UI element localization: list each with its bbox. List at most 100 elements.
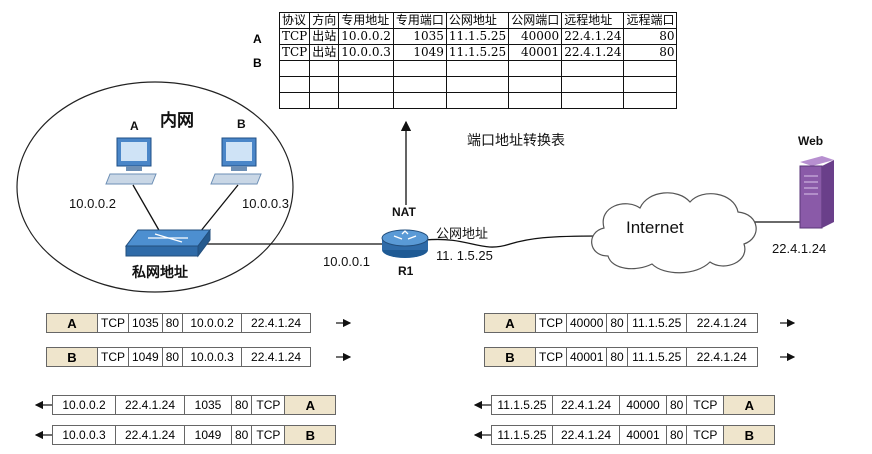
packet-field: 80 (232, 425, 253, 445)
packet-field: 22.4.1.24 (116, 425, 185, 445)
table-cell: 40001 (508, 44, 563, 61)
packet-private-out-b: B TCP 1049 80 10.0.0.3 22.4.1.24 (46, 347, 312, 367)
packet-private-out-a: A TCP 1035 80 10.0.0.2 22.4.1.24 (46, 313, 312, 333)
table-cell: 1035 (392, 28, 447, 45)
packet-field: 80 (232, 395, 253, 415)
table-row: TCP 出站 10.0.0.2 1035 11.1.5.25 40000 22.… (278, 28, 678, 45)
table-cell: 10.0.0.3 (338, 44, 394, 61)
packet-field: 40001 (620, 425, 667, 445)
packet-tag: A (484, 313, 536, 333)
packet-private-in-a: 10.0.0.2 22.4.1.24 1035 80 TCP A (52, 395, 337, 415)
host-b-name: B (237, 117, 246, 131)
packet-tag: A (285, 395, 337, 415)
table-row-tag-b: B (253, 56, 262, 70)
header-private-addr: 专用地址 (338, 12, 394, 29)
header-protocol: 协议 (278, 12, 311, 29)
packet-tag: B (285, 425, 337, 445)
header-public-port: 公网端口 (508, 12, 563, 29)
private-address-label: 私网地址 (132, 265, 188, 281)
packet-field: 1049 (185, 425, 232, 445)
packet-field: 1035 (129, 313, 163, 333)
packet-field: 22.4.1.24 (242, 347, 312, 367)
table-cell: 11.1.5.25 (445, 44, 510, 61)
packet-field: 80 (162, 347, 184, 367)
table-cell: 80 (623, 44, 678, 61)
intranet-title: 内网 (160, 111, 194, 131)
intranet-ellipse (16, 81, 294, 293)
packet-field: 80 (607, 313, 628, 333)
packet-field: 80 (607, 347, 628, 367)
table-row (278, 92, 678, 109)
nat-table: 协议 方向 专用地址 专用端口 公网地址 公网端口 远程地址 远程端口 TCP … (278, 12, 678, 109)
packet-field: TCP (98, 347, 129, 367)
packet-field: TCP (536, 313, 567, 333)
table-cell: TCP (278, 28, 311, 45)
packet-private-in-b: 10.0.0.3 22.4.1.24 1049 80 TCP B (52, 425, 337, 445)
pc-b-icon (210, 137, 262, 185)
web-server-icon (799, 156, 834, 229)
host-b-ip: 10.0.0.3 (242, 196, 289, 211)
packet-field: TCP (536, 347, 567, 367)
packet-tag: A (46, 313, 98, 333)
packet-field: 22.4.1.24 (686, 347, 758, 367)
packet-tag: B (724, 425, 776, 445)
nat-label: NAT (392, 205, 416, 219)
packet-field: 40000 (620, 395, 667, 415)
packet-public-in-b: 11.1.5.25 22.4.1.24 40001 80 TCP B (491, 425, 776, 445)
packet-field: 80 (667, 395, 688, 415)
table-cell: 出站 (309, 28, 340, 45)
packet-field: TCP (252, 395, 286, 415)
packet-field: 22.4.1.24 (116, 395, 185, 415)
link-a-switch (132, 184, 161, 233)
link-b-switch (199, 184, 239, 233)
host-a-ip: 10.0.0.2 (69, 196, 116, 211)
table-cell: 80 (623, 28, 678, 45)
table-cell: 40000 (508, 28, 563, 45)
router-name: R1 (398, 264, 414, 278)
packet-field: 22.4.1.24 (686, 313, 758, 333)
packet-tag: B (484, 347, 536, 367)
header-remote-addr: 远程地址 (561, 12, 625, 29)
table-caption: 端口地址转换表 (467, 133, 565, 149)
host-a-name: A (130, 119, 139, 133)
packet-field: 22.4.1.24 (553, 395, 620, 415)
header-private-port: 专用端口 (392, 12, 447, 29)
packet-tag: A (724, 395, 776, 415)
header-public-addr: 公网地址 (445, 12, 510, 29)
packet-field: 10.0.0.3 (183, 347, 243, 367)
public-address-label: 公网地址 (436, 227, 489, 242)
pc-a-icon (105, 137, 157, 185)
header-remote-port: 远程端口 (623, 12, 678, 29)
table-cell: 22.4.1.24 (561, 44, 625, 61)
router-public-ip: 11. 1.5.25 (436, 248, 493, 263)
table-cell: 22.4.1.24 (561, 28, 625, 45)
table-row-tag-a: A (253, 32, 262, 46)
internet-label: Internet (626, 218, 684, 237)
server-name: Web (798, 134, 824, 148)
packet-field: 10.0.0.3 (52, 425, 116, 445)
packet-field: 22.4.1.24 (242, 313, 312, 333)
router-inside-ip: 10.0.0.1 (323, 254, 370, 269)
packet-public-out-a: A TCP 40000 80 11.1.5.25 22.4.1.24 (484, 313, 758, 333)
packet-field: 11.1.5.25 (627, 313, 687, 333)
packet-public-out-b: B TCP 40001 80 11.1.5.25 22.4.1.24 (484, 347, 758, 367)
table-cell: 1049 (392, 44, 447, 61)
packet-field: 1035 (185, 395, 232, 415)
packet-field: 10.0.0.2 (52, 395, 116, 415)
table-cell: 11.1.5.25 (445, 28, 510, 45)
packet-field: 22.4.1.24 (553, 425, 620, 445)
table-cell: 10.0.0.2 (338, 28, 394, 45)
packet-field: 11.1.5.25 (491, 395, 553, 415)
table-row: TCP 出站 10.0.0.3 1049 11.1.5.25 40001 22.… (278, 44, 678, 61)
packet-field: 11.1.5.25 (627, 347, 687, 367)
table-cell: 出站 (309, 44, 340, 61)
server-ip: 22.4.1.24 (772, 241, 827, 256)
header-direction: 方向 (309, 12, 340, 29)
packet-field: 40000 (567, 313, 608, 333)
switch-icon (125, 228, 211, 258)
packet-field: TCP (252, 425, 286, 445)
packet-field: 40001 (567, 347, 608, 367)
packet-field: TCP (687, 425, 725, 445)
